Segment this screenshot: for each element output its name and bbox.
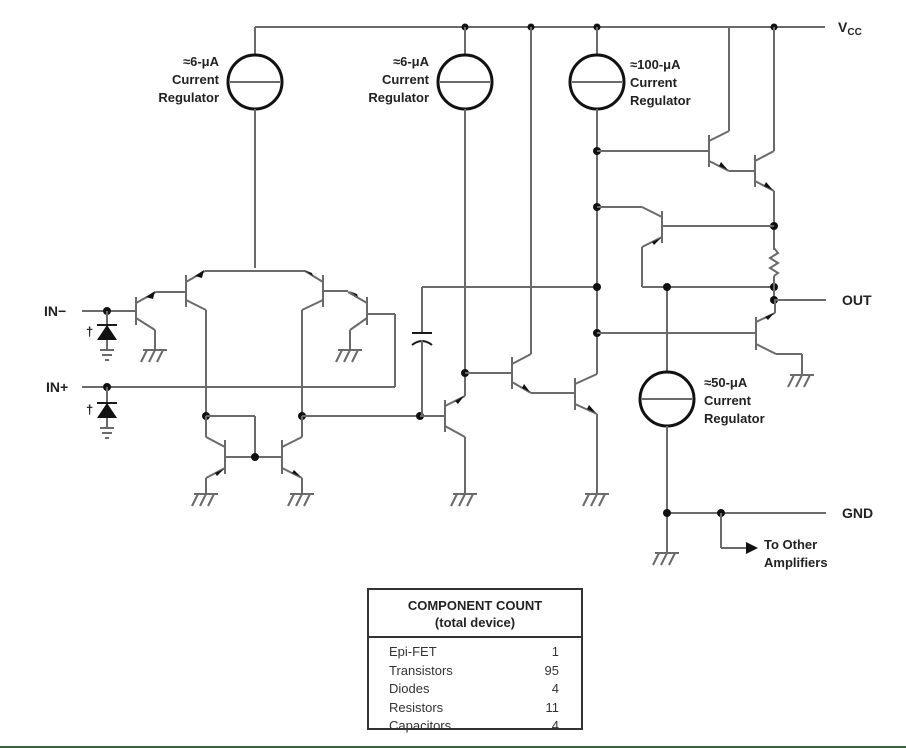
gnd-label: GND — [842, 505, 873, 521]
regulator-1-line3: Regulator — [158, 90, 219, 105]
table-row: Epi-FET 1 — [389, 643, 559, 662]
vcc-rail — [254, 23, 825, 55]
regulator-4-value: ≈50-μA — [704, 375, 748, 390]
gain-stage — [411, 27, 610, 507]
current-regulator-1 — [226, 53, 284, 268]
diode-mark-2: † — [86, 402, 93, 417]
output-stage — [593, 27, 826, 388]
diode-mark-1: † — [86, 324, 93, 339]
bottom-border — [0, 746, 906, 748]
row-count: 1 — [551, 644, 559, 659]
regulator-1-line2: Current — [172, 72, 220, 87]
row-count: 95 — [544, 662, 559, 678]
out-label: OUT — [842, 292, 872, 308]
current-regulator-4 — [638, 289, 696, 553]
regulator-2-line2: Current — [382, 72, 430, 87]
table-row: Resistors 11 — [389, 699, 559, 718]
current-regulator-3 — [568, 27, 626, 368]
component-count-header: COMPONENT COUNT (total device) — [369, 590, 581, 638]
row-name: Epi-FET — [389, 644, 437, 659]
row-count: 11 — [545, 699, 560, 715]
row-count: 4 — [551, 718, 559, 733]
input-stage — [82, 270, 424, 507]
in-plus-label: IN+ — [46, 379, 68, 395]
current-regulator-2 — [436, 27, 494, 373]
to-other-line1: To Other — [764, 537, 817, 552]
regulator-2-line3: Regulator — [368, 90, 429, 105]
regulator-3-value: ≈100-μA — [630, 57, 681, 72]
table-row: Transistors 95 — [389, 662, 559, 681]
regulator-3-line2: Current — [630, 75, 678, 90]
row-name: Diodes — [389, 681, 430, 696]
regulator-1-value: ≈6-μA — [183, 54, 220, 69]
component-count-title: COMPONENT COUNT — [407, 598, 543, 613]
in-minus-label: IN− — [44, 303, 66, 319]
row-name: Capacitors — [389, 718, 452, 733]
gnd-rail — [652, 509, 826, 566]
regulator-4-line3: Regulator — [704, 411, 765, 426]
row-name: Transistors — [389, 662, 453, 678]
vcc-label: VCC — [838, 19, 862, 38]
table-row: Capacitors 4 — [389, 717, 559, 736]
row-name: Resistors — [389, 699, 444, 715]
regulator-2-value: ≈6-μA — [393, 54, 430, 69]
table-row: Diodes 4 — [389, 680, 559, 699]
regulator-3-line3: Regulator — [630, 93, 691, 108]
regulator-4-line2: Current — [704, 393, 752, 408]
component-count-subtitle: (total device) — [434, 615, 516, 630]
to-other-line2: Amplifiers — [764, 555, 828, 570]
row-count: 4 — [551, 681, 559, 696]
